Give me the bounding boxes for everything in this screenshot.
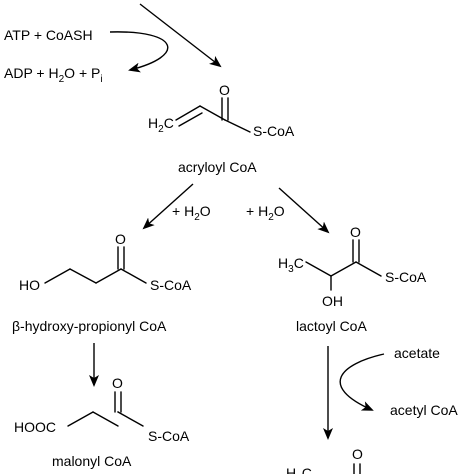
lactoyl-thioester: S-CoA [385,269,427,285]
acryloyl-coa-label: acryloyl CoA [178,159,257,175]
hydration-right-label: + H2O [246,203,285,223]
acryloyl-coa-structure: H2C O S-CoA [148,82,295,139]
hydroxypropionyl-coa-structure: HO O S-CoA [19,231,192,293]
hydroxypropionyl-oxygen: O [115,231,126,247]
arrow-to-lactoyl [278,187,330,234]
cutoff-h2c: H2C [286,465,312,474]
acryloyl-h2c: H2C [148,115,174,135]
arrow-to-hydroxypropionyl [142,183,194,230]
malonyl-oxygen: O [112,375,123,391]
lactoyl-h3c: H3C [278,255,304,275]
cutoff-oxygen: O [352,446,363,462]
acryloyl-oxygen: O [219,82,230,98]
activation-main-arrow [139,3,222,68]
malonyl-thioester: S-CoA [148,428,190,444]
lactoyl-oh: OH [322,293,343,309]
hydration-left-label: + H2O [172,203,211,223]
transfer-curved-arrow [339,353,385,411]
activation-curved-arrow [109,31,169,73]
lactoyl-oxygen: O [350,224,361,240]
activation-inputs: ATP + CoASH [4,27,93,43]
hydroxypropionyl-thioester: S-CoA [150,277,192,293]
lactoyl-coa-label: lactoyl CoA [296,318,367,334]
acryloyl-thioester: S-CoA [253,123,295,139]
cutoff-structure: H2C O [286,446,363,474]
activation-outputs: ADP + H2O + Pi [4,65,103,85]
transfer-acetate: acetate [394,345,440,361]
transfer-acetyl-coa: acetyl CoA [390,402,458,418]
malonyl-hooc: HOOC [14,419,56,435]
lactoyl-coa-structure: H3C O S-CoA OH [278,224,427,309]
hydroxypropionyl-ho: HO [19,277,40,293]
hydroxypropionyl-coa-label: β-hydroxy-propionyl CoA [12,318,167,334]
malonyl-coa-label: malonyl CoA [52,453,132,469]
malonyl-coa-structure: HOOC O S-CoA [14,375,190,444]
